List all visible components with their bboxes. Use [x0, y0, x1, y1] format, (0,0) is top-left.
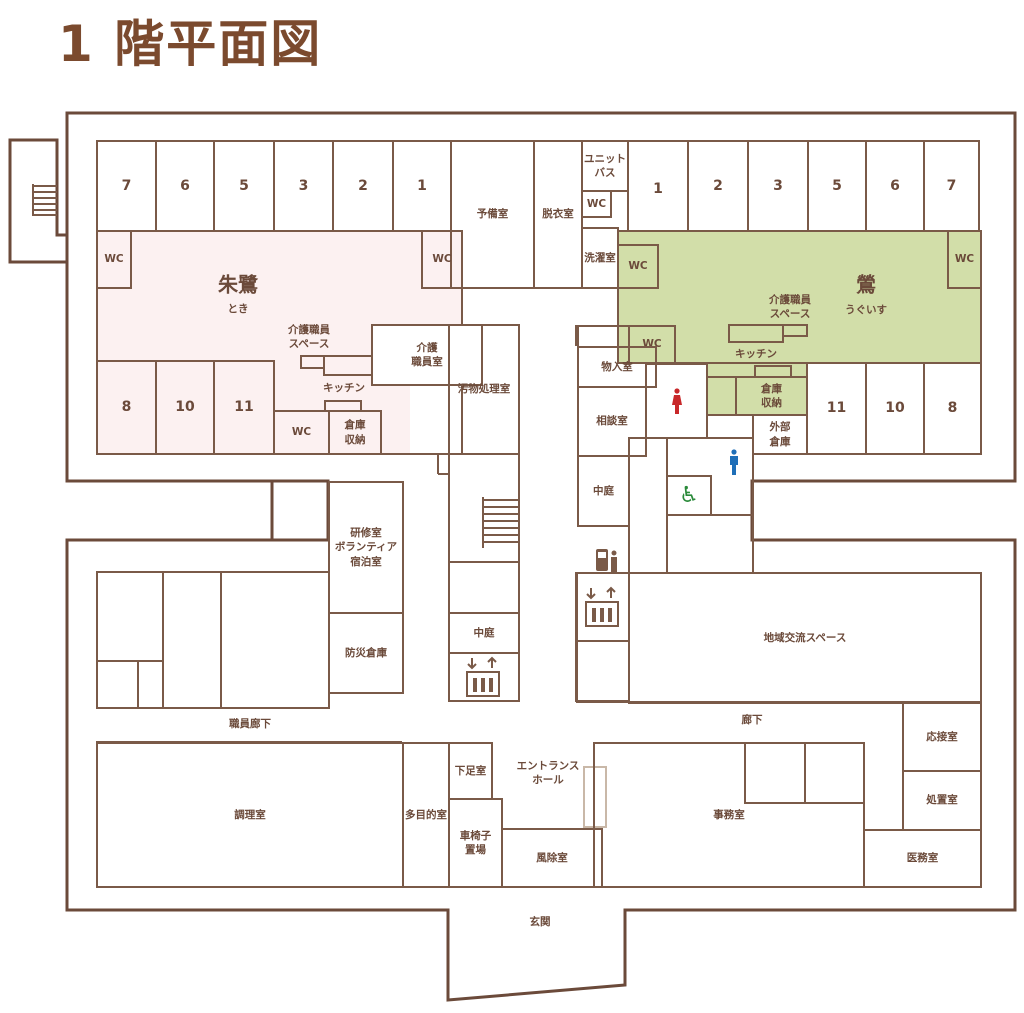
windbreak-room: 風除室 [501, 828, 603, 888]
elevator-right [576, 572, 630, 642]
toki-room-10: 10 [155, 360, 215, 455]
uguisu-unit-outline [617, 230, 982, 364]
page-title: 1 階平面図 [58, 15, 323, 73]
staff-corridor-label: 職員廊下 [229, 717, 271, 730]
elevator-center [448, 652, 520, 702]
entrance-door[interactable] [583, 766, 607, 828]
room [96, 571, 164, 662]
uguisu-room-2: 2 [687, 140, 749, 232]
external-storage: 外部 倉庫 [752, 414, 808, 455]
toki-storage: 倉庫 収納 [328, 410, 382, 455]
elevator-icon [466, 656, 500, 697]
staircase [448, 453, 520, 563]
space-side [576, 640, 630, 702]
courtyard-right: 中庭 [577, 455, 630, 527]
toki-room-8: 8 [96, 360, 157, 455]
community-space: 地域交流スペース [628, 572, 982, 704]
closet [577, 325, 630, 348]
elevator-icon [585, 586, 619, 627]
womens-restroom [645, 363, 708, 439]
uguisu-area-lower [706, 362, 806, 414]
courtyard-center: 中庭 [448, 612, 520, 654]
room [96, 660, 139, 709]
toki-room-11: 11 [213, 360, 275, 455]
disaster-storage: 防災倉庫 [328, 612, 404, 694]
uguisu-unit-reading: うぐいす [845, 303, 887, 316]
reception-room: 応接室 [902, 702, 982, 772]
uguisu-room-3: 3 [747, 140, 809, 232]
uguisu-closet [706, 376, 737, 416]
room [162, 571, 222, 709]
passage [628, 437, 668, 574]
toki-room-3: 3 [273, 140, 334, 232]
toki-room-2: 2 [332, 140, 394, 232]
toki-area-lower [96, 324, 410, 453]
uguisu-room-7: 7 [923, 140, 980, 232]
uguisu-room-10: 10 [865, 362, 925, 455]
toki-room-7: 7 [96, 140, 157, 232]
uguisu-kitchen: キッチン [735, 347, 777, 360]
counter [300, 355, 325, 369]
training-room: 研修室 ボランティア 宿泊室 [328, 481, 404, 614]
uguisu-room-5: 5 [807, 140, 867, 232]
toki-unit-reading: とき [227, 302, 249, 315]
treatment-room: 処置室 [902, 770, 982, 831]
office-room [744, 742, 806, 804]
toki-unit-name: 朱鷺 [218, 272, 258, 297]
female-icon [671, 388, 682, 414]
accessible-toilet-icon: ♿ [666, 475, 712, 516]
toki-room-1: 1 [392, 140, 452, 232]
corridor-label: 廊下 [741, 713, 763, 726]
wheelchair-storage: 車椅子 置場 [448, 798, 503, 888]
shaft [448, 561, 520, 614]
uguisu-room-6: 6 [865, 140, 925, 232]
uguisu-wc: WC [617, 244, 659, 289]
changing-room: 脱衣室 [533, 140, 583, 289]
wc: WC [581, 190, 612, 218]
uguisu-storage: 倉庫 収納 [735, 376, 808, 416]
counter [323, 355, 373, 376]
counter [782, 324, 808, 337]
uguisu-area-overlay [617, 230, 980, 362]
room [137, 660, 164, 709]
unit-bath: ユニット バス [581, 140, 629, 192]
uguisu-room-11: 11 [806, 362, 867, 455]
kitchen-main: 調理室 [96, 742, 404, 888]
entrance-label: 玄関 [529, 915, 551, 928]
toki-room-5: 5 [213, 140, 275, 232]
care-staff-room: 介護 職員室 [371, 324, 483, 386]
vending-machine-icon [595, 548, 619, 576]
uguisu-staff-space: 介護職員 スペース [769, 293, 811, 320]
toki-room-6: 6 [155, 140, 215, 232]
counter [728, 324, 784, 343]
office-room [804, 742, 865, 804]
multipurpose-room: 多目的室 [402, 742, 450, 888]
laundry-room: 洗濯室 [581, 227, 619, 289]
toki-wc-lower: WC [273, 410, 330, 455]
entrance-hall-label: エントランス ホール [516, 759, 580, 786]
medical-room: 医務室 [863, 829, 982, 888]
room [220, 571, 330, 709]
uguisu-room-8: 8 [923, 362, 982, 455]
soiled-utility-room: 汚物処理室 [448, 324, 520, 455]
toki-kitchen: キッチン [323, 381, 365, 394]
uguisu-unit-name: 鶯 [856, 272, 876, 297]
toki-staff-space: 介護職員 スペース [288, 323, 330, 350]
uguisu-wc-right: WC [947, 230, 982, 289]
shoe-room: 下足室 [448, 742, 493, 800]
passage-lower [666, 514, 754, 574]
toki-area [96, 230, 461, 324]
male-icon [730, 449, 738, 475]
office: 事務室 [593, 742, 865, 888]
